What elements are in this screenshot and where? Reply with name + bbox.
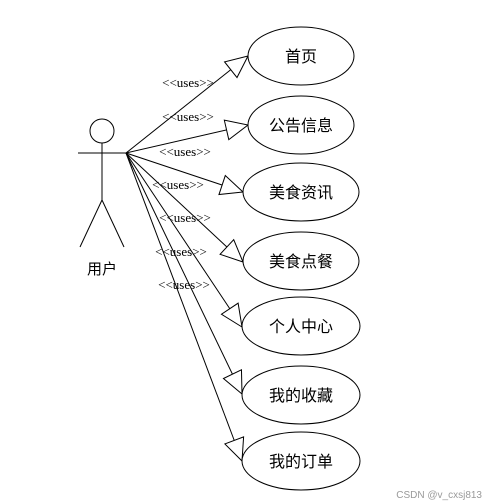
use-case-label: 个人中心: [269, 317, 333, 336]
use-case-ellipse: [247, 26, 355, 86]
use-case: 公告信息: [247, 95, 355, 155]
use-case-ellipse: [242, 162, 360, 222]
arrowhead: [219, 238, 244, 263]
uses-labels: <<uses>> <<uses>> <<uses>> <<uses>> <<uses>>…: [152, 75, 214, 292]
use-case-ellipse: [241, 431, 361, 491]
use-case: 我的收藏: [241, 365, 361, 425]
uses-label: <<uses>>: [159, 144, 211, 159]
use-case-label: 首页: [285, 47, 317, 66]
use-case-label: 公告信息: [269, 116, 333, 135]
arrowhead: [220, 302, 243, 329]
use-case: 首页: [247, 26, 355, 86]
uses-label: <<uses>>: [159, 210, 211, 225]
use-case-label: 我的订单: [269, 452, 333, 471]
use-case-ellipse: [241, 296, 361, 356]
uses-label: <<uses>>: [152, 177, 204, 192]
use-case-ellipse: [247, 95, 355, 155]
arrowhead: [223, 436, 245, 463]
arrowhead: [223, 55, 249, 79]
actor-right-leg: [101, 199, 125, 248]
association-line: [125, 152, 243, 395]
use-case-label: 美食点餐: [269, 252, 333, 271]
use-case: 美食点餐: [242, 231, 360, 291]
association-lines: [125, 55, 250, 463]
use-case-label: 我的收藏: [269, 386, 333, 405]
use-case: 美食资讯: [242, 162, 360, 222]
actor: 用户: [78, 118, 126, 278]
arrowhead: [222, 369, 243, 396]
association-line: [125, 152, 244, 263]
actor-head: [89, 118, 115, 144]
association-line: [125, 152, 243, 462]
arrowhead: [223, 119, 250, 141]
association-line: [125, 55, 249, 154]
uses-label: <<uses>>: [162, 109, 214, 124]
association-line: [125, 152, 243, 328]
uses-label: <<uses>>: [158, 277, 210, 292]
actor-label: 用户: [87, 260, 117, 278]
uses-label: <<uses>>: [155, 244, 207, 259]
actor-left-leg: [79, 199, 103, 248]
arrowhead: [218, 174, 245, 196]
use-case-ellipse: [241, 365, 361, 425]
use-case-label: 美食资讯: [269, 183, 333, 202]
watermark: CSDN @v_cxsj813: [396, 490, 482, 501]
uses-label: <<uses>>: [162, 75, 214, 90]
use-case-ellipse: [242, 231, 360, 291]
use-case: 我的订单: [241, 431, 361, 491]
use-case: 个人中心: [241, 296, 361, 356]
